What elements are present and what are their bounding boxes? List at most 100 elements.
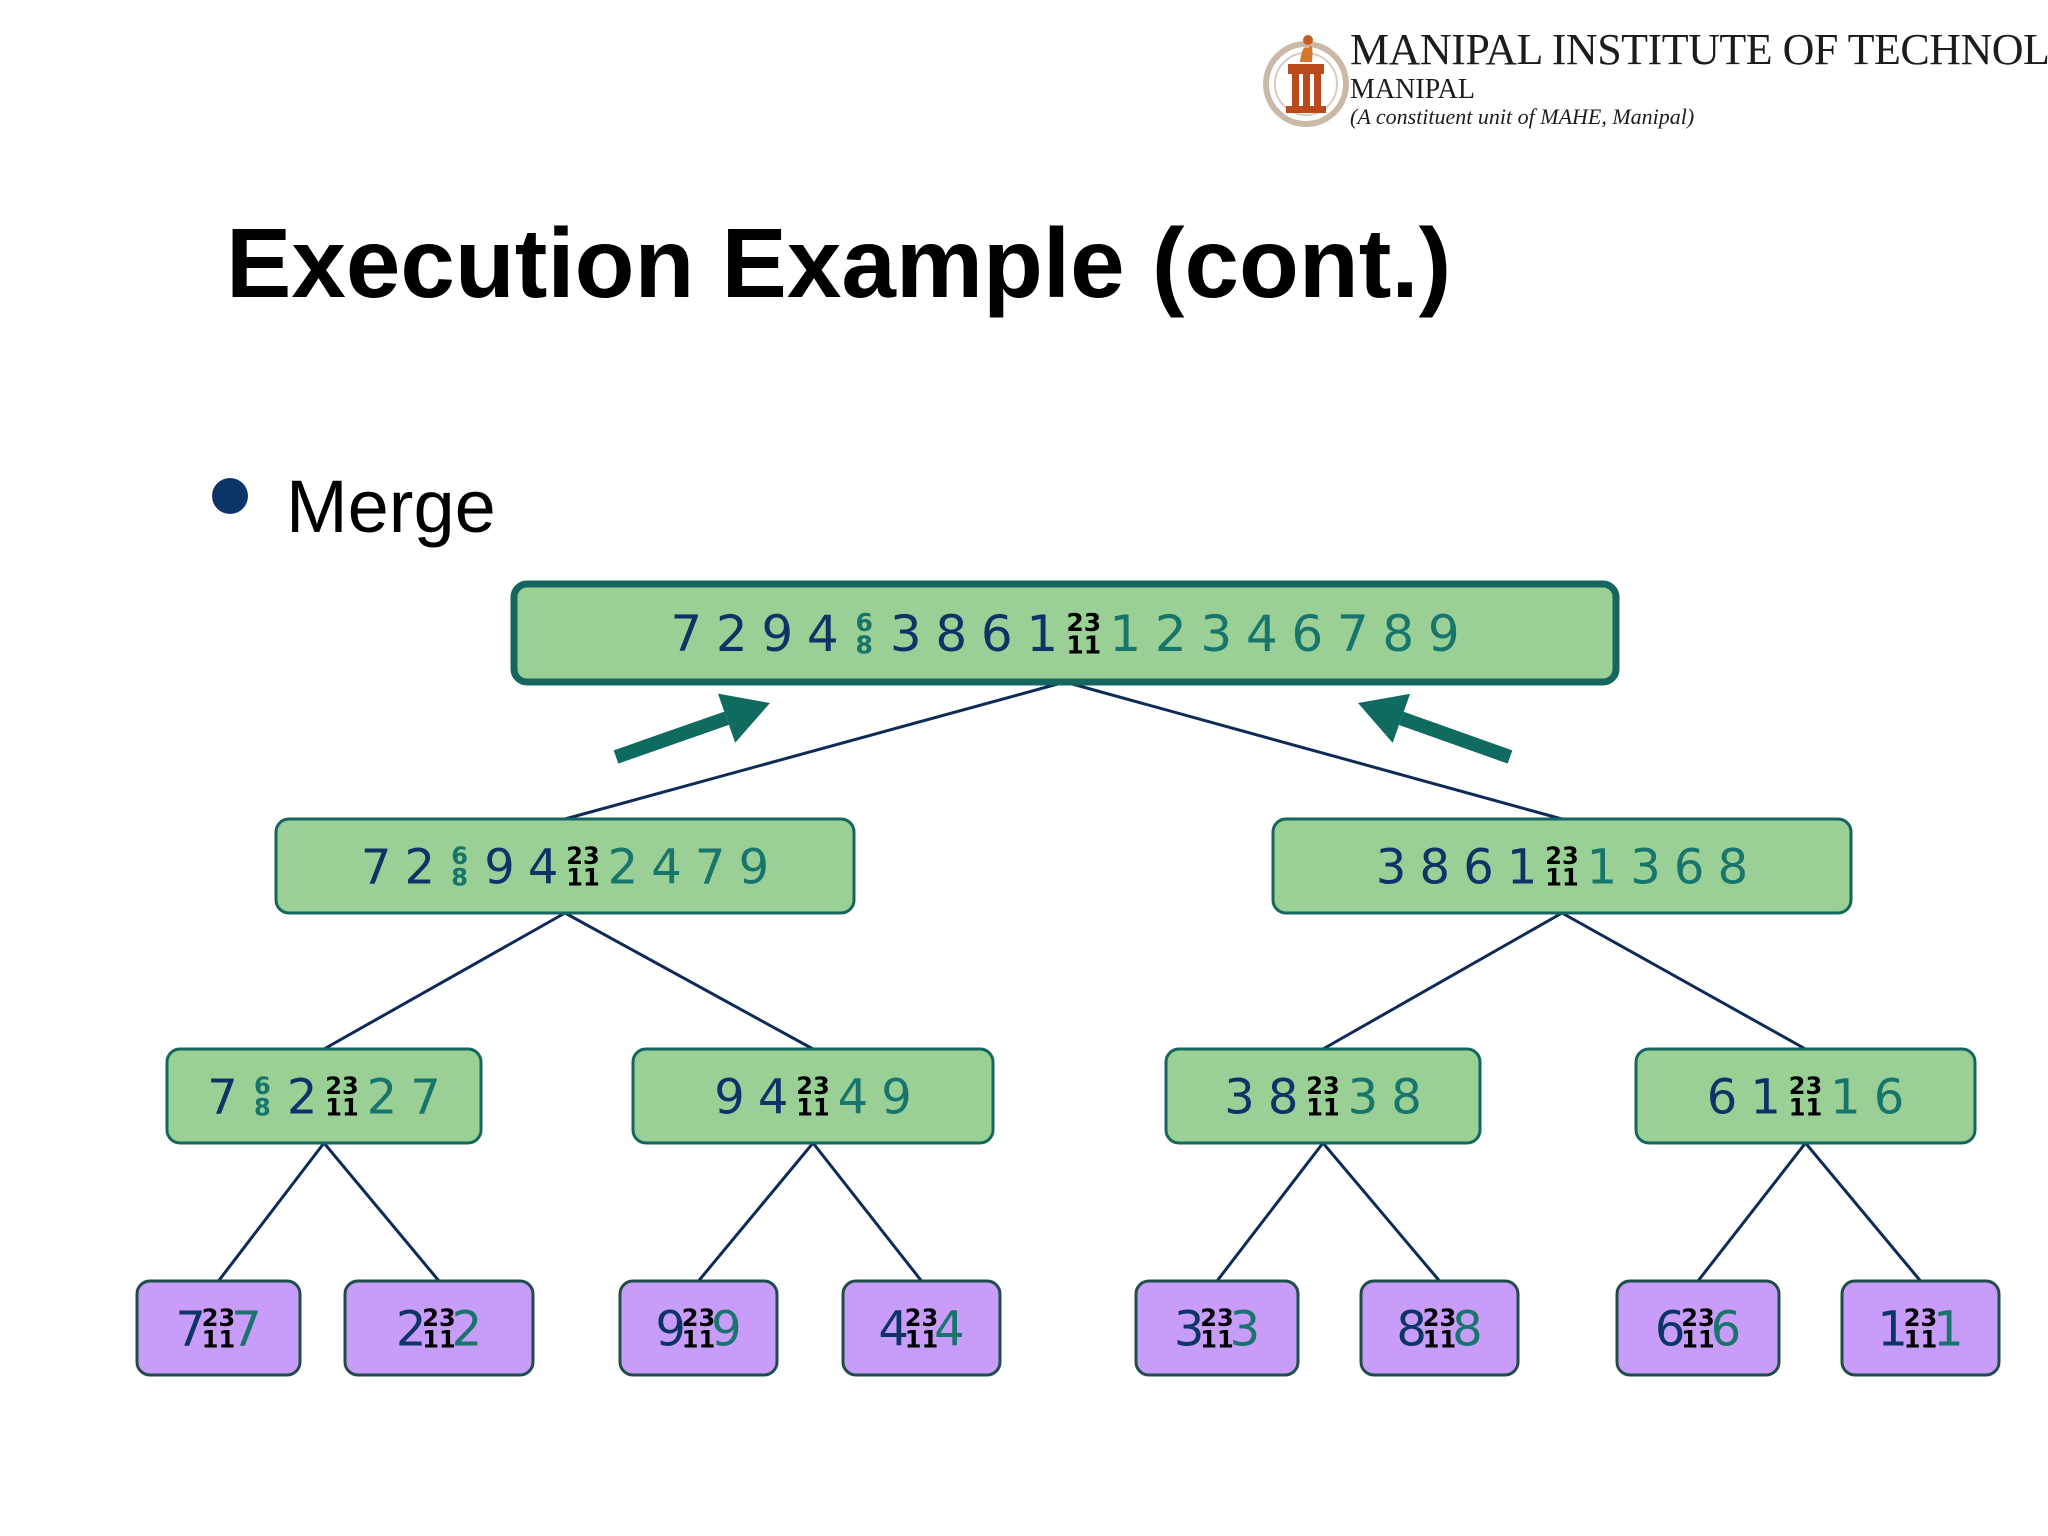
node-box [631, 1047, 995, 1145]
node-box [1634, 1047, 1977, 1145]
sequence-digit: 4 [934, 1301, 965, 1357]
svg-text:6: 6 [856, 608, 873, 637]
sequence-digit: 3 [1200, 605, 1232, 663]
svg-text:11: 11 [1200, 1326, 1233, 1354]
institute-emblem-icon [1263, 35, 1349, 127]
sequence-digit: 3 [1348, 1069, 1379, 1125]
sequence-digit: 7 [361, 839, 392, 895]
sequence-digit: 6 [1463, 839, 1494, 895]
institute-tagline: (A constituent unit of MAHE, Manipal) [1350, 104, 1695, 129]
pivot-marker: 68 [856, 608, 873, 660]
sequence-digit: 2 [608, 839, 639, 895]
svg-text:23: 23 [202, 1304, 235, 1332]
sequence-digit: 7 [1337, 605, 1369, 663]
sequence-digit: 2 [452, 1301, 483, 1357]
sequence-digit: 4 [651, 839, 682, 895]
sequence-digit: 9 [714, 1069, 745, 1125]
svg-text:23: 23 [1904, 1304, 1937, 1332]
svg-text:11: 11 [905, 1326, 938, 1354]
svg-text:6: 6 [254, 1072, 271, 1100]
node-box [165, 1047, 483, 1145]
sequence-digit: 8 [1382, 605, 1414, 663]
sequence-digit: 6 [1655, 1301, 1686, 1357]
sequence-digit: 2 [396, 1301, 427, 1357]
node-box [343, 1279, 535, 1377]
sequence-digit: 4 [838, 1069, 869, 1125]
merge-arrow-left-icon [613, 693, 770, 764]
svg-text:23: 23 [1789, 1072, 1822, 1100]
tree-edge [1321, 1142, 1441, 1282]
sequence-digit: 9 [1428, 605, 1460, 663]
svg-text:23: 23 [1681, 1304, 1714, 1332]
svg-text:11: 11 [1545, 864, 1578, 892]
node-box [1840, 1279, 2001, 1377]
sequence-digit: 4 [807, 605, 839, 663]
node-box [510, 580, 1620, 686]
sequence-digit: 6 [981, 605, 1013, 663]
sequence-digit: 8 [935, 605, 967, 663]
svg-text:11: 11 [1681, 1326, 1714, 1354]
node-box [274, 817, 856, 915]
sequence-digit: 8 [1718, 839, 1749, 895]
svg-text:11: 11 [566, 864, 599, 892]
tree-edge [1064, 680, 1563, 821]
sequence-digit: 1 [1877, 1301, 1908, 1357]
node-box [1134, 1279, 1300, 1377]
sequence-digit: 2 [716, 605, 748, 663]
sequence-digit: 8 [1391, 1069, 1422, 1125]
svg-text:23: 23 [1200, 1304, 1233, 1332]
svg-text:23: 23 [422, 1304, 455, 1332]
institute-name: MANIPAL INSTITUTE OF TECHNOLOGY [1350, 25, 2048, 74]
node-box [1164, 1047, 1482, 1145]
sequence-digit: 2 [1155, 605, 1187, 663]
svg-text:11: 11 [1423, 1326, 1456, 1354]
sequence-digit: 3 [1224, 1069, 1255, 1125]
sequence-digit: 9 [655, 1301, 686, 1357]
node-box [1359, 1279, 1520, 1377]
svg-text:8: 8 [856, 631, 873, 660]
sequence-digit: 7 [670, 605, 702, 663]
sequence-digit: 7 [695, 839, 726, 895]
svg-text:8: 8 [451, 864, 468, 892]
sequence-digit: 4 [528, 839, 559, 895]
svg-text:23: 23 [796, 1072, 829, 1100]
bullet-icon [212, 478, 248, 514]
sequence-digit: 3 [1630, 839, 1661, 895]
tree-edges [217, 680, 1922, 1282]
tree-edge [1804, 1142, 1922, 1282]
svg-text:11: 11 [422, 1326, 455, 1354]
sequence-digit: 6 [1291, 605, 1323, 663]
sequence-digit: 7 [175, 1301, 206, 1357]
svg-text:11: 11 [1904, 1326, 1937, 1354]
tree-edge [322, 1142, 441, 1282]
svg-text:6: 6 [451, 842, 468, 870]
svg-text:23: 23 [1545, 842, 1578, 870]
sequence-digit: 1 [1830, 1069, 1861, 1125]
sequence-digit: 1 [1933, 1301, 1964, 1357]
svg-text:23: 23 [566, 842, 599, 870]
sequence-digit: 1 [1109, 605, 1141, 663]
slide-title: Execution Example (cont.) [226, 208, 1452, 318]
sequence-digit: 2 [405, 839, 436, 895]
sequence-digit: 4 [758, 1069, 789, 1125]
svg-text:11: 11 [202, 1326, 235, 1354]
svg-text:23: 23 [905, 1304, 938, 1332]
svg-text:11: 11 [682, 1326, 715, 1354]
